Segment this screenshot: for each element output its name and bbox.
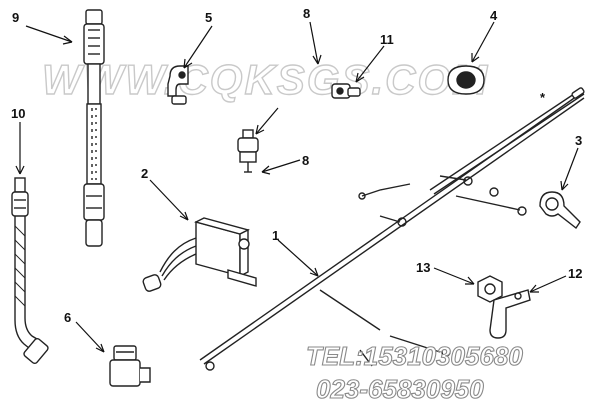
callout-11: 11	[380, 32, 394, 47]
callout-6: 6	[64, 310, 71, 325]
part-13-nut	[477, 275, 503, 303]
leader-lines	[15, 21, 579, 353]
callout-5: 5	[205, 10, 212, 25]
callout-8-bottom: 8	[302, 153, 309, 168]
part-11-connector	[331, 83, 361, 99]
part-5-fitting	[167, 65, 189, 105]
part-12-clamp	[489, 289, 531, 339]
callout-3: 3	[575, 133, 582, 148]
part-6-elbow	[109, 345, 151, 387]
asterisk-mark: *	[540, 90, 546, 105]
callout-1: 1	[272, 228, 279, 243]
part-1-harness	[199, 87, 585, 371]
watermark-phone: 023-65830950	[316, 374, 484, 404]
watermark-tel: TEL:15310305680	[306, 341, 523, 371]
callout-2: 2	[141, 166, 148, 181]
callout-10: 10	[11, 106, 25, 121]
callout-12: 12	[568, 266, 582, 281]
part-3-clamp	[539, 191, 581, 230]
watermark-site: WWW.CQKSGS.COM	[42, 56, 489, 104]
callout-8-top: 8	[303, 6, 310, 21]
callout-4: 4	[490, 8, 498, 23]
part-9-hose	[83, 9, 105, 247]
callout-13: 13	[416, 260, 430, 275]
part-2-relay	[142, 217, 257, 292]
callout-9: 9	[12, 10, 19, 25]
part-4-grommet	[447, 65, 485, 95]
part-8-sensor	[237, 129, 259, 173]
part-10-hose	[11, 177, 49, 365]
